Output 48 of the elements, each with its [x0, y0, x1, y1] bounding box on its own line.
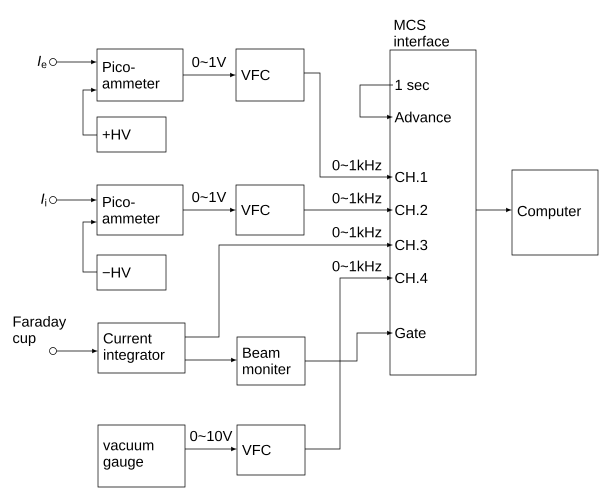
block-box: Pico-ammeter: [96, 48, 184, 102]
block-box: −HV: [96, 254, 166, 290]
block-box: VFC: [236, 48, 304, 102]
connector-arrow: [304, 208, 392, 212]
port-label: CH.1: [395, 172, 428, 182]
edge-label: 0~1kHz: [330, 158, 384, 172]
block-box: Pico-ammeter: [96, 184, 184, 236]
node-label: I$_{e}$: [38, 56, 46, 68]
port-label: Gate: [395, 328, 426, 338]
connector-arrow: [304, 276, 392, 450]
block-box: Current integrator: [98, 322, 186, 374]
connector-arrow: [56, 348, 97, 354]
edge-label: 0~1kHz: [330, 259, 384, 273]
connector-arrow: [82, 88, 98, 136]
block-box: VFC: [236, 184, 304, 236]
block-box: Computer: [512, 170, 598, 256]
edge-label: 0~1V: [190, 190, 228, 204]
input-terminal: I$_{e}$: [38, 56, 57, 68]
connector-arrow: [182, 72, 235, 78]
edge-label: 0~1V: [190, 56, 228, 68]
connector-arrow: [184, 358, 236, 362]
connector-arrow: [82, 220, 98, 272]
port-label: CH.3: [395, 240, 428, 250]
connector-arrow: [476, 208, 511, 212]
connector-arrow: [304, 72, 392, 180]
connector-arrow: [304, 330, 392, 362]
input-terminal: I$_{i}$: [41, 194, 57, 206]
connector-arrow: [184, 446, 236, 452]
input-terminal: Faraday cup: [13, 316, 66, 355]
connector-arrow: [182, 208, 235, 212]
node-label: I$_{i}$: [41, 194, 46, 206]
node-label: MCS interface: [394, 20, 450, 46]
block-box: Beam moniter: [236, 336, 306, 386]
edge-label: 0~1kHz: [330, 191, 384, 205]
block-box: +HV: [96, 116, 166, 152]
connector-arrow: [56, 60, 96, 64]
connector-arrow: [56, 198, 96, 202]
node-label: Faraday cup: [13, 316, 66, 346]
connector-arrow: [360, 84, 394, 120]
port-label: 1 sec: [396, 80, 430, 90]
edge-label: 0~10V: [188, 430, 234, 442]
block-box: VFC: [236, 424, 306, 476]
port-label: Advance: [394, 112, 451, 122]
connector-arrow: [184, 242, 392, 338]
block-box: vacuum gauge: [98, 424, 186, 488]
edge-label: 0~1kHz: [330, 225, 384, 239]
port-label: CH.2: [395, 204, 428, 216]
port-label: CH.4: [395, 272, 428, 284]
